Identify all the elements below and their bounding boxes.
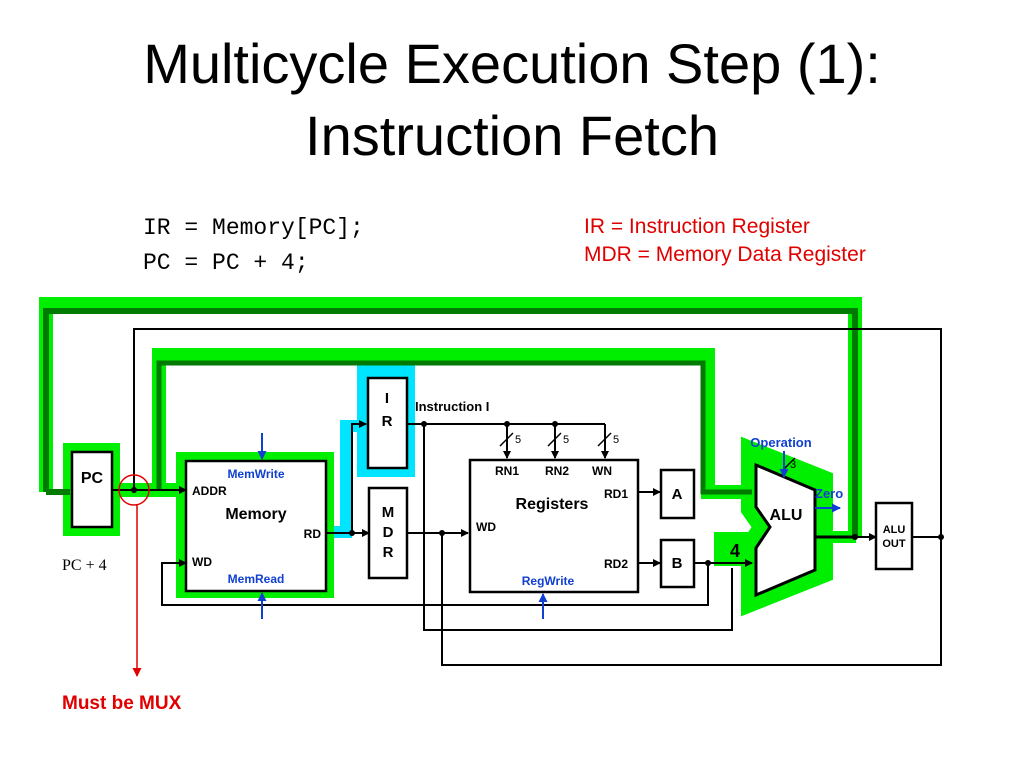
junction-b [705, 560, 711, 566]
mdr-label-line-1: M [382, 504, 395, 521]
wire-rd-to-ir [326, 420, 367, 534]
alu-out-register [874, 501, 914, 571]
junction-rn1 [504, 421, 510, 427]
bus-width-marks [499, 432, 796, 471]
instruction-bus-label: Instruction I [415, 399, 489, 414]
junction-output [938, 534, 944, 540]
register-wn-port: WN [592, 464, 612, 478]
ir-label-line-1: I [385, 390, 389, 407]
slide-title-line-1: Multicycle Execution Step (1): [143, 32, 881, 95]
junction-rd [349, 530, 355, 536]
junction-wd [439, 530, 445, 536]
bus-width-rn2: 5 [563, 434, 569, 446]
alu [754, 462, 817, 598]
datapath-wires [112, 328, 942, 666]
memory-title: Memory [225, 506, 286, 523]
bus-slash-rn2 [547, 432, 562, 447]
code-line-pc-increment: PC = PC + 4; [143, 250, 309, 276]
instruction-register [366, 376, 409, 470]
a-register-label: A [672, 486, 683, 503]
bus-width-rn1: 5 [515, 434, 521, 446]
b-register-label: B [672, 555, 683, 572]
mdr-label-line-2: D [383, 524, 394, 541]
pc-plus-4-label: PC + 4 [62, 557, 107, 574]
memwrite-label: MemWrite [227, 467, 284, 481]
operation-label: Operation [750, 435, 811, 450]
operation-bus-width: 3 [790, 459, 796, 471]
ir-label-line-2: R [382, 413, 393, 430]
register-rd2-port: RD2 [604, 557, 628, 571]
wire-pc-to-alu-active [156, 360, 752, 495]
legend-mdr-definition: MDR = Memory Data Register [584, 243, 866, 266]
constant-four: 4 [730, 541, 740, 561]
registers-title: Registers [516, 496, 589, 513]
alu-label: ALU [770, 507, 803, 524]
junction-ir [421, 421, 427, 427]
bus-width-wn: 5 [613, 434, 619, 446]
zero-label: Zero [815, 486, 843, 501]
highlight-pc-writeback [39, 297, 862, 537]
a-register [659, 468, 696, 520]
junction-pc [131, 487, 137, 493]
junction-dots [131, 421, 944, 566]
pc-register [70, 450, 114, 529]
junction-rn2 [552, 421, 558, 427]
wire-b-to-memwd [161, 559, 709, 606]
wire-aluout-to-regwd [133, 328, 942, 666]
alu-out-label-line-1: ALU [883, 524, 906, 536]
code-line-ir-fetch: IR = Memory[PC]; [143, 215, 364, 241]
regwrite-label: RegWrite [522, 574, 575, 588]
memory-wd-port: WD [192, 555, 212, 569]
alu-out-label-line-2: OUT [882, 538, 906, 550]
b-register [659, 538, 696, 589]
slide-title-line-2: Instruction Fetch [305, 104, 719, 167]
mdr-label-line-3: R [383, 544, 394, 561]
memory-unit [184, 459, 328, 593]
register-file [468, 458, 640, 594]
register-rn1-port: RN1 [495, 464, 519, 478]
register-rd1-port: RD1 [604, 487, 628, 501]
memory-data-register [367, 486, 409, 580]
must-be-mux-label: Must be MUX [62, 693, 182, 714]
register-rn2-port: RN2 [545, 464, 569, 478]
wire-ir-immediate [423, 424, 733, 631]
register-wd-port: WD [476, 520, 496, 534]
mux-annotation-circle [118, 474, 150, 506]
bus-slash-rn1 [499, 432, 514, 447]
pc-label: PC [81, 470, 104, 487]
bus-slash-wn [597, 432, 612, 447]
legend-ir-definition: IR = Instruction Register [584, 215, 810, 238]
memory-rd-port: RD [304, 527, 322, 541]
junction-aluout [852, 534, 858, 540]
memory-addr-port: ADDR [192, 484, 227, 498]
wire-pc-writeback-active [43, 308, 858, 537]
active-wires [43, 308, 858, 539]
memread-label: MemRead [228, 572, 285, 586]
